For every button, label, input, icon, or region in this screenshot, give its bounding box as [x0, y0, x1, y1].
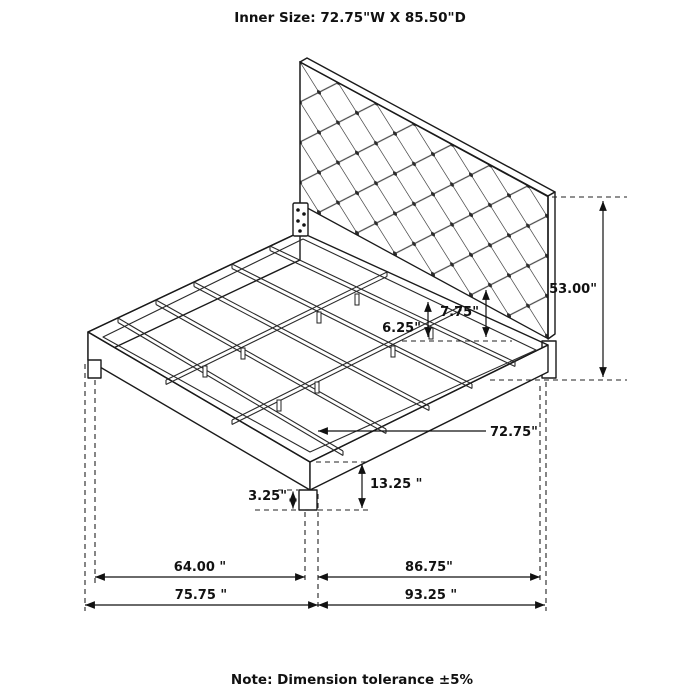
foot-left-leg: [87, 359, 102, 379]
inner-size-title: Inner Size: 72.75"W X 85.50"D: [234, 10, 466, 26]
overall-depth-label: 93.25 ": [405, 588, 457, 603]
slat-top-height-label: 6.25": [382, 321, 421, 336]
tolerance-note: Note: Dimension tolerance ±5%: [231, 672, 474, 688]
headboard: [299, 57, 557, 379]
left-rail-face: [87, 231, 301, 361]
rail-top-height-label: 7.75": [440, 305, 479, 320]
foot-inner-width-label: 64.00 ": [174, 560, 226, 575]
side-inner-depth-label: 86.75": [405, 560, 453, 575]
foot-right-leg: [298, 489, 318, 511]
tufted-panel: [299, 60, 549, 340]
slat: [117, 317, 344, 456]
dimension-lines: [85, 201, 607, 609]
mounting-bracket: [292, 202, 309, 237]
slats: [117, 245, 516, 456]
foot-leg-height-label: 3.25": [248, 489, 287, 504]
frame-rim-inner: [102, 238, 537, 453]
headboard-side-edge: [547, 191, 556, 340]
footboard-height-label: 13.25 ": [370, 477, 422, 492]
slat: [269, 245, 516, 367]
frame-rim-outer: [87, 231, 549, 463]
headboard-height-label: 53.00": [549, 282, 597, 297]
slat: [193, 281, 430, 411]
slat: [231, 263, 473, 389]
slat: [155, 299, 387, 434]
overall-width-label: 75.75 ": [175, 588, 227, 603]
reference-lines: [84, 196, 627, 611]
bed-frame: [87, 202, 549, 511]
inner-slat-width-label: 72.75": [490, 425, 538, 440]
